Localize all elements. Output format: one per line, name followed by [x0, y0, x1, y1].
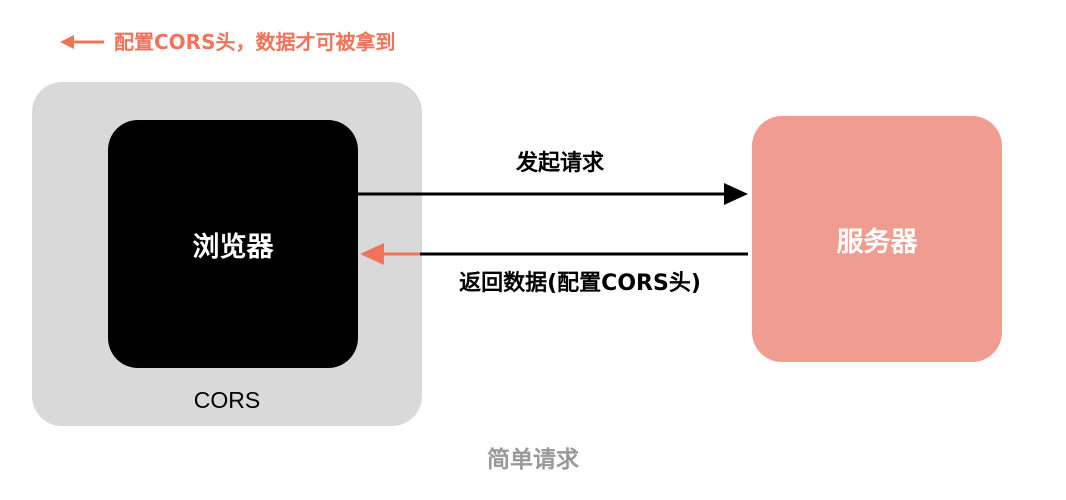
browser-label: 浏览器: [192, 231, 274, 263]
left-arrow-icon: [60, 35, 104, 49]
legend: 配置CORS头，数据才可被拿到: [58, 28, 395, 56]
legend-label: 配置CORS头，数据才可被拿到: [114, 30, 396, 54]
response-arrow: [360, 243, 748, 265]
server-label: 服务器: [836, 226, 918, 258]
diagram-caption: 简单请求: [487, 447, 579, 473]
response-label: 返回数据(配置CORS头): [459, 271, 701, 296]
browser-node: 浏览器: [108, 120, 358, 368]
server-node: 服务器: [752, 116, 1002, 362]
request-label: 发起请求: [515, 151, 604, 176]
cors-zone-label: CORS: [193, 387, 261, 413]
request-arrow: [358, 183, 748, 205]
